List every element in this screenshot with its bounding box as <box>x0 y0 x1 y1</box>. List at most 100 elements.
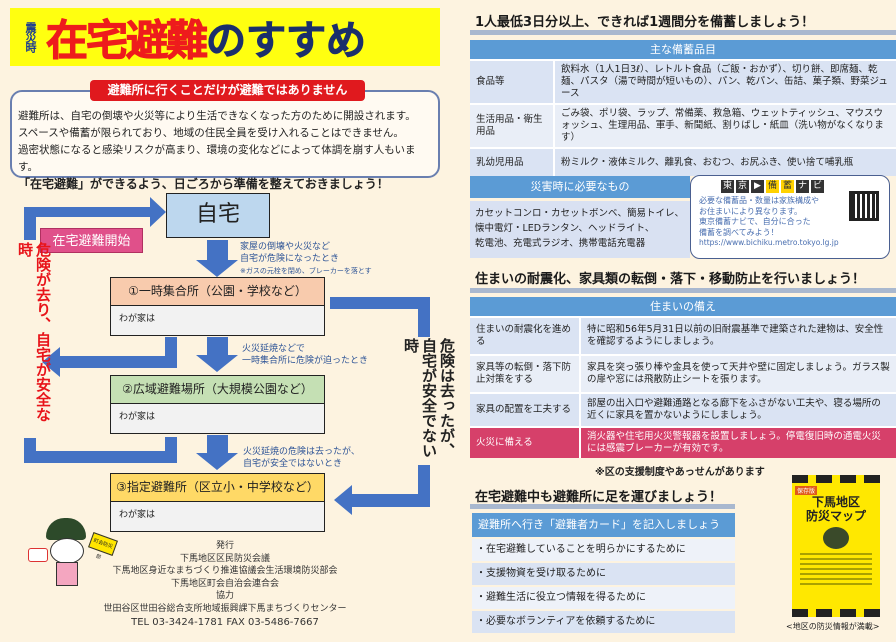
table-row: 家具等の転倒・落下防止対策をする家具を突っ張り棒や金具を使って天井や壁に固定しま… <box>470 354 896 393</box>
footer-line: 下馬地区身近なまちづくり推進協議会生活環境防災部会 <box>112 566 338 576</box>
arrow-down-2 <box>196 337 238 372</box>
heading-underline <box>470 30 896 35</box>
my-family-field[interactable]: わが家は <box>119 314 156 324</box>
bichiku-navi-box: 東京▶備蓄ナビ 必要な備蓄品・数量は家族構成や お住まいにより異なります。 東京… <box>690 175 890 259</box>
needs-line: カセットコンロ・カセットボンベ、簡易トイレ、 <box>475 208 685 219</box>
box-title: ②広域避難場所（大規模公園など） <box>111 376 324 404</box>
disaster-map-image: 保存版 下馬地区 防災マップ <box>792 475 880 617</box>
intro-box: 避難所は、自宅の倒壊や火災等により生活できなくなった方のために開設されます。 ス… <box>10 90 440 191</box>
map-badge: 保存版 <box>795 486 817 495</box>
box-title: ③指定避難所（区立小・中学校など） <box>111 474 324 502</box>
home-prep-table: 住まいの備え 住まいの耐震化を進める特に昭和56年5月31日以前の旧耐震基準で建… <box>470 297 896 458</box>
disaster-needs-box: 災害時に必要なもの カセットコンロ・カセットボンベ、簡易トイレ、 懐中電灯・LE… <box>470 176 690 258</box>
note-line: 一時集合所に危険が迫ったとき <box>242 356 369 366</box>
table-row: 住まいの耐震化を進める特に昭和56年5月31日以前の旧耐震基準で建築された建物は… <box>470 316 896 355</box>
my-family-field[interactable]: わが家は <box>119 510 156 520</box>
table-row: 食品等飲料水（1人1日3ℓ）、レトルト食品（ご飯・おかず）、切り餅、即席麺、乾麺… <box>470 59 896 104</box>
navi-url-link[interactable]: https://www.bichiku.metro.tokyo.lg.jp <box>699 238 839 247</box>
intro-line: 過密状態になると感染リスクが高まり、環境の変化などによって体調を崩す人もいます。 <box>18 144 416 173</box>
row-value: 特に昭和56年5月31日以前の旧耐震基準で建築された建物は、安全性を確認するよう… <box>580 316 896 355</box>
row-key: 火災に備える <box>470 426 581 458</box>
note-line: 火災延焼などで <box>242 344 305 354</box>
stock-heading: 1人最低3日分以上、できれば1週間分を備蓄しましょう！ <box>475 15 815 30</box>
home-prep-heading: 住まいの耐震化、家具類の転倒・落下・移動防止を行いましょう！ <box>475 272 866 287</box>
list-item: ・避難生活に役立つ情報を得るために <box>472 587 735 609</box>
heading-underline <box>470 504 735 509</box>
note-line: 家屋の倒壊や火災など <box>240 242 331 252</box>
footer-line: 協力 <box>215 591 234 601</box>
arrow-down-1 <box>196 240 238 277</box>
footer-line: 下馬地区区民防災会議 <box>179 553 270 564</box>
row-value: 家具を突っ張り棒や金具を使って天井や壁に固定しましょう。ガラス製の扉や窓には飛散… <box>580 354 896 393</box>
row-key: 家具等の転倒・落下防止対策をする <box>470 354 581 393</box>
shelter-visit-heading: 在宅避難中も避難所に足を運びましょう！ <box>475 490 723 505</box>
needs-line: 乾電池、充電式ラジオ、携帯電話充電器 <box>475 238 646 249</box>
intro-label: 避難所に行くことだけが避難ではありません <box>90 80 365 101</box>
publisher-info: 発行 下馬地区区民防災会議 下馬地区身近なまちづくり推進協議会生活環境防災部会 … <box>100 540 350 630</box>
note-line: ※ガスの元栓を閉め、ブレーカーを落とす <box>240 267 372 275</box>
stock-table: 主な備蓄品目 食品等飲料水（1人1日3ℓ）、レトルト食品（ご飯・おかず）、切り餅… <box>470 40 896 176</box>
table-row: 生活用品・衛生用品ごみ袋、ポリ袋、ラップ、常備薬、救急箱、ウェットティッシュ、マ… <box>470 103 896 148</box>
table-row: 家具の配置を工夫する部屋の出入口や避難通路となる廊下をふさがない工夫や、寝る場所… <box>470 392 896 427</box>
intro-emphasis: 「在宅避難」ができるよう、日ごろから準備を整えておきましょう！ <box>18 177 389 191</box>
arrow-to-shelter <box>334 465 430 515</box>
list-item: ・支援物資を受け取るために <box>472 563 735 585</box>
home-box: 自宅 <box>166 193 270 238</box>
my-family-field[interactable]: わが家は <box>119 412 156 422</box>
navi-line: お住まいにより異なります。 <box>699 206 803 216</box>
note-line: 火災延焼の危険は去ったが、 <box>243 447 360 457</box>
arrow-down-3 <box>196 435 238 470</box>
row-key: 食品等 <box>470 59 555 104</box>
temporary-assembly-box: ①一時集合所（公園・学校など） わが家は <box>110 277 325 336</box>
arrow-left-1 <box>42 337 177 377</box>
map-caption: <地区の防災情報が満載> <box>786 622 880 631</box>
step3-note: 火災延焼の危険は去ったが、 自宅が安全ではないとき <box>243 446 360 470</box>
needs-line: 懐中電灯・LEDランタン、ヘッドライト、 <box>475 223 655 234</box>
title-suffix: のすすめ <box>206 18 367 65</box>
navi-line: 備蓄を調べてみよう！ <box>699 227 779 237</box>
left-loop-text: 危険が去り、自宅が安全な時 <box>16 242 52 422</box>
row-value: 粉ミルク・液体ミルク、離乳食、おむつ、お尻ふき、使い捨て哺乳瓶 <box>554 147 896 176</box>
title-prefix: 震災時 <box>24 22 37 52</box>
row-value: ごみ袋、ポリ袋、ラップ、常備薬、救急箱、ウェットティッシュ、マウスウォッシュ、生… <box>554 103 896 148</box>
row-key: 住まいの耐震化を進める <box>470 316 581 355</box>
row-key: 乳幼児用品 <box>470 147 555 176</box>
row-key: 家具の配置を工夫する <box>470 392 581 427</box>
note-line: 自宅が危険になったとき <box>240 254 340 264</box>
needs-header: 災害時に必要なもの <box>470 176 690 198</box>
list-item: ・在宅避難していることを明らかにするために <box>472 539 735 561</box>
arrow-right-top <box>330 297 430 337</box>
map-subtitle: 防災マップ <box>805 509 866 523</box>
card-header: 避難所へ行き「避難者カード」を記入しましょう <box>472 513 735 537</box>
table-header: 住まいの備え <box>470 297 896 317</box>
row-value: 部屋の出入口や避難通路となる廊下をふさがない工夫や、寝る場所の近くに家具を置かな… <box>580 392 896 427</box>
wide-area-evacuation-box: ②広域避難場所（大規模公園など） わが家は <box>110 375 325 434</box>
footer-contact: TEL 03-3424-1781 FAX 03-5486-7667 <box>131 617 319 628</box>
step2-note: 火災延焼などで 一時集合所に危険が迫ったとき <box>242 343 368 367</box>
row-value: 消火器や住宅用火災警報器を設置しましょう。停電復旧時の通電火災には感震ブレーカー… <box>580 426 896 458</box>
navi-line: 必要な備蓄品・数量は家族構成や <box>699 196 819 205</box>
support-note: ※区の支援制度やあっせんがあります <box>595 467 765 478</box>
footer-line: 下馬地区町会自治会連合会 <box>170 578 279 589</box>
box-title: ①一時集合所（公園・学校など） <box>111 278 324 306</box>
mascot-icon <box>823 527 849 549</box>
table-header: 主な備蓄品目 <box>470 40 896 60</box>
table-row-fire: 火災に備える消火器や住宅用火災警報器を設置しましょう。停電復旧時の通電火災には感… <box>470 426 896 458</box>
map-title: 下馬地区 <box>811 495 860 509</box>
footer-line: 発行 <box>215 541 234 551</box>
heading-underline <box>470 288 896 293</box>
table-row: 乳幼児用品粉ミルク・液体ミルク、離乳食、おむつ、お尻ふき、使い捨て哺乳瓶 <box>470 147 896 176</box>
start-label: 在宅避難開始 <box>40 228 143 253</box>
designated-shelter-box: ③指定避難所（区立小・中学校など） わが家は <box>110 473 325 532</box>
mascot-image: 町会防災部 <box>18 518 118 598</box>
qr-code-icon[interactable] <box>849 191 879 221</box>
navi-line: 東京備蓄ナビで、自分に合った <box>699 217 811 226</box>
row-key: 生活用品・衛生用品 <box>470 103 555 148</box>
evacuee-card-box: 避難所へ行き「避難者カード」を記入しましょう ・在宅避難していることを明らかにす… <box>472 513 735 633</box>
intro-line: 避難所は、自宅の倒壊や火災等により生活できなくなった方のために開設されます。 <box>18 110 416 122</box>
right-loop-text: 危険は去ったが、自宅が安全でない時 <box>402 338 456 458</box>
step1-note: 家屋の倒壊や火災など 自宅が危険になったとき ※ガスの元栓を閉め、ブレーカーを落… <box>240 241 372 277</box>
list-item: ・必要なボランティアを依頼するために <box>472 611 735 633</box>
arrow-left-2 <box>24 437 177 463</box>
flow-arrows <box>24 197 430 515</box>
